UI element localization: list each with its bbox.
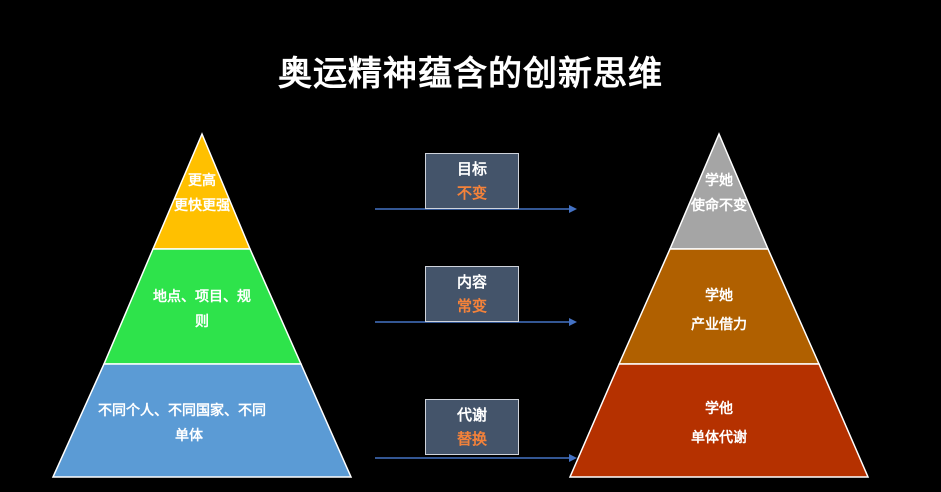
right-middle-line1: 学她 (705, 288, 733, 304)
right-top-line1: 学她 (705, 173, 733, 189)
connector-box-2-value: 常变 (456, 297, 487, 315)
left-pyramid-bottom-tier (51, 363, 353, 478)
left-bottom-line1: 不同个人、不同国家、不同 (98, 403, 266, 419)
connector-arrowhead-3 (569, 454, 577, 462)
connector-box-2-label: 内容 (456, 273, 487, 291)
right-bottom-line2: 单体代谢 (691, 430, 747, 446)
left-top-line2: 更快更强 (174, 198, 230, 214)
right-pyramid-bottom-tier (568, 363, 870, 478)
left-top-line1: 更高 (188, 173, 216, 189)
right-bottom-label: 学他 单体代谢 (659, 395, 779, 453)
connector-arrowhead-1 (569, 205, 577, 213)
left-bottom-label: 不同个人、不同国家、不同 单体 (98, 399, 308, 449)
left-bottom-line2: 单体 (175, 428, 203, 444)
slide-title: 奥运精神蕴含的创新思维 (278, 54, 663, 94)
right-middle-label: 学她 产业借力 (669, 282, 769, 340)
right-middle-line2: 产业借力 (691, 317, 747, 333)
connector-box-3: 代谢 替换 (425, 399, 519, 455)
left-top-label: 更高 更快更强 (152, 169, 252, 219)
connector-arrowhead-2 (569, 318, 577, 326)
right-top-label: 学她 使命不变 (669, 169, 769, 219)
right-top-line2: 使命不变 (691, 198, 747, 214)
connector-box-3-value: 替换 (456, 430, 487, 448)
connector-box-1-label: 目标 (456, 160, 487, 178)
connector-box-2: 内容 常变 (425, 266, 519, 322)
connector-box-1-value: 不变 (456, 184, 487, 202)
connector-box-1: 目标 不变 (425, 153, 519, 209)
left-middle-line1: 地点、项目、规 (153, 289, 251, 305)
connector-box-3-label: 代谢 (456, 406, 487, 424)
right-bottom-line1: 学他 (705, 401, 733, 417)
left-middle-label: 地点、项目、规 则 (127, 285, 277, 335)
left-middle-line2: 则 (195, 314, 209, 330)
